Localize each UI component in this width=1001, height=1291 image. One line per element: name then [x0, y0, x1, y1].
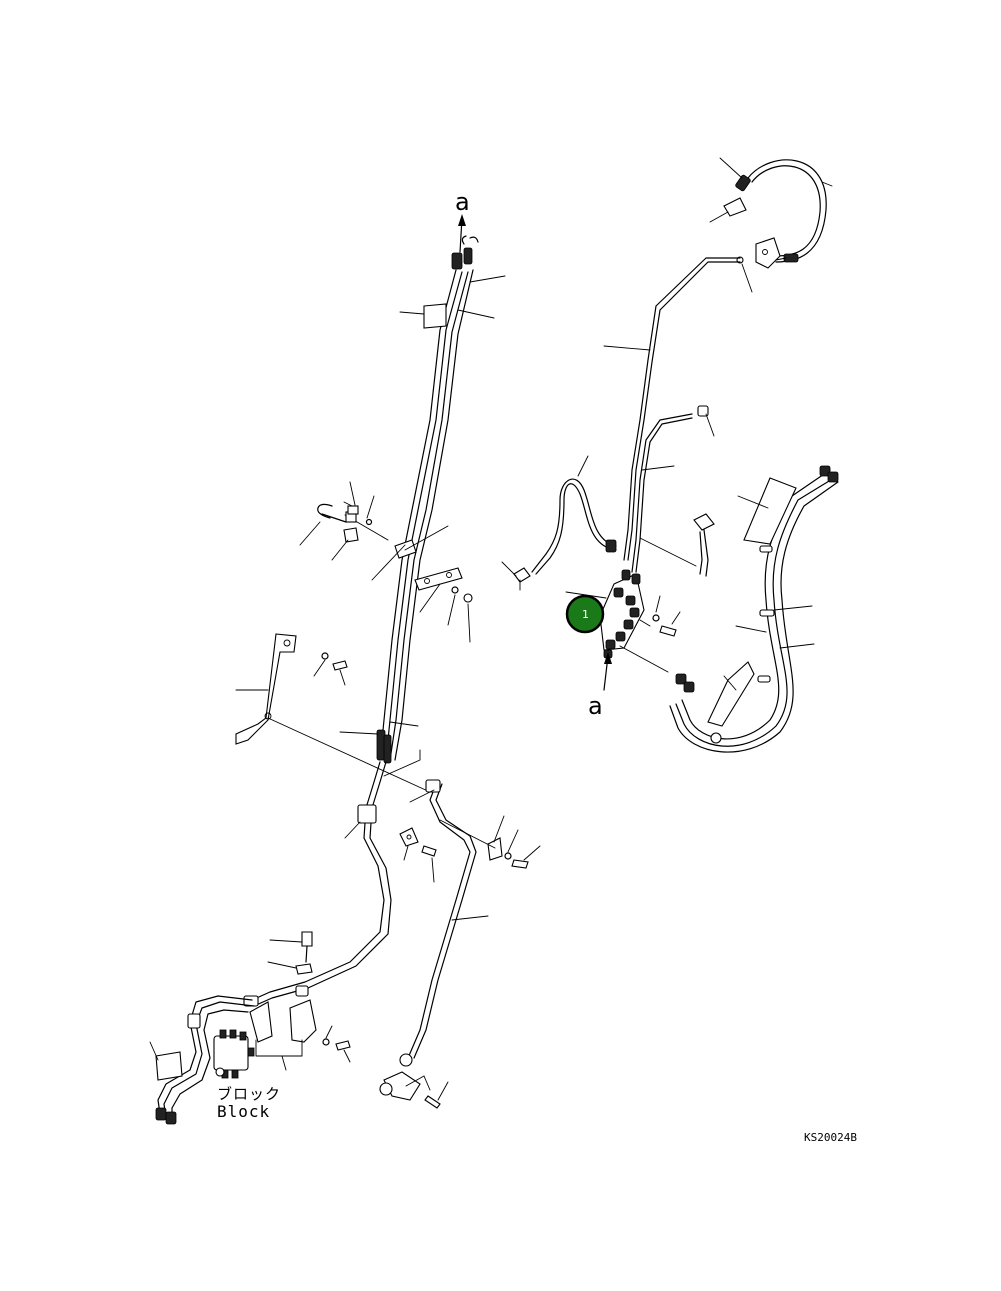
- arrow-head-icon: [604, 652, 612, 664]
- callout-badge[interactable]: 1: [565, 594, 605, 634]
- callout-number: 1: [582, 608, 589, 621]
- block-label-en: Block: [217, 1102, 270, 1121]
- arrow-head-icon: [458, 214, 466, 226]
- callout-circle: [565, 594, 605, 634]
- view-label-a-bottom: a: [588, 692, 603, 720]
- control-block: [599, 569, 645, 659]
- drawing-code: KS20024B: [804, 1131, 857, 1144]
- view-label-a-top: a: [455, 188, 470, 216]
- block-label-jp: ブロック: [217, 1085, 281, 1103]
- block-valve: [213, 1029, 255, 1079]
- right-pipe-assembly: a: [501, 157, 839, 753]
- left-pipe-assembly: a: [149, 188, 541, 1125]
